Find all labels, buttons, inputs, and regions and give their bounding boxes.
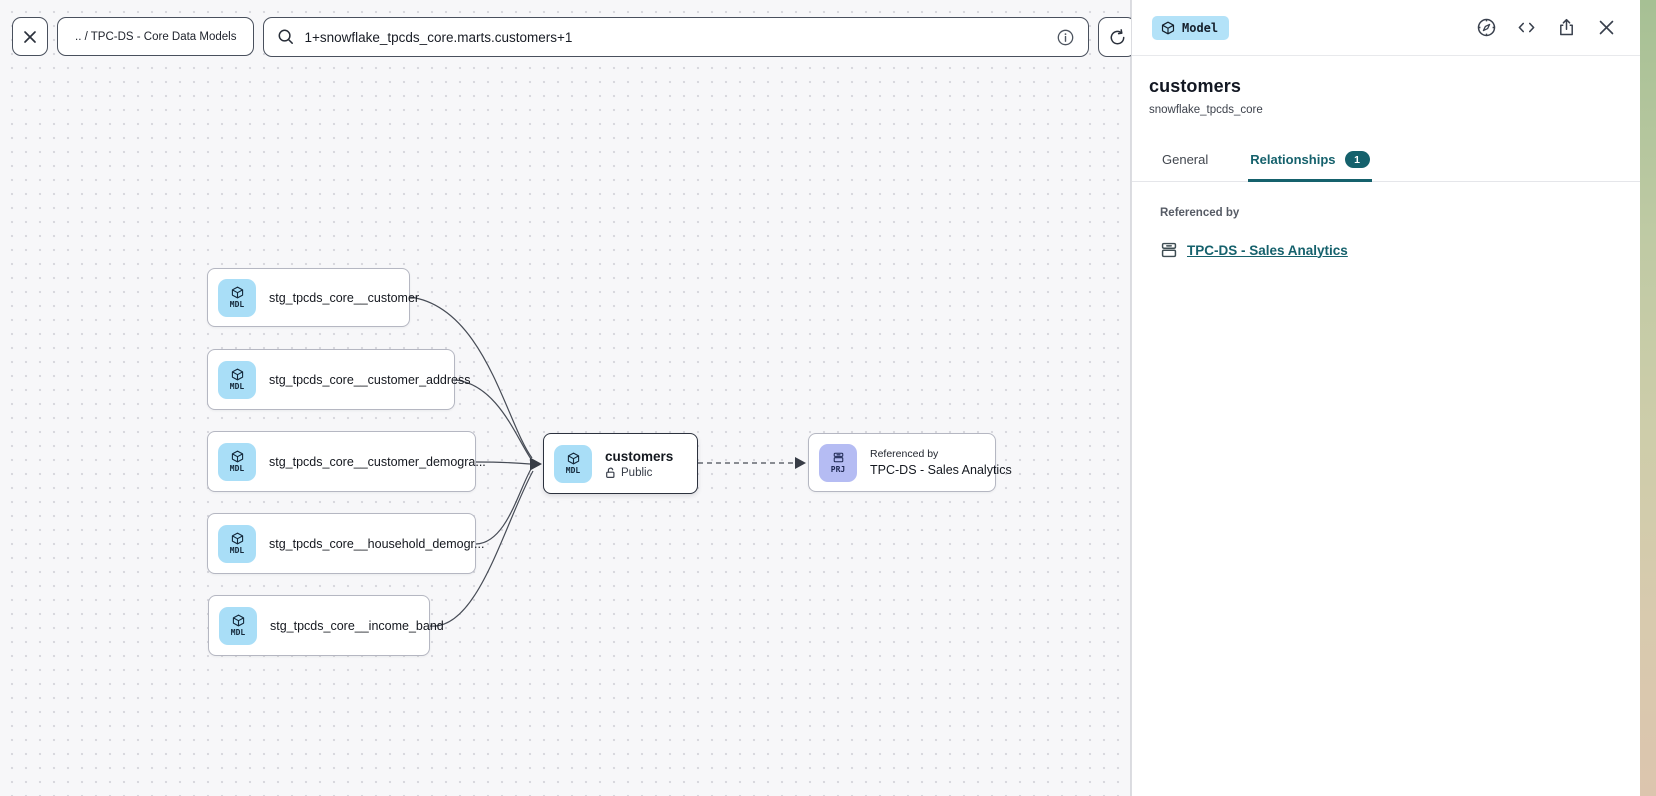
- node-referenced-project[interactable]: PRJ Referenced by TPC-DS - Sales Analyti…: [808, 433, 1012, 492]
- share-button[interactable]: [1553, 14, 1580, 41]
- tab-label: General: [1162, 152, 1209, 167]
- model-type-badge: Model: [1152, 15, 1230, 40]
- node-stg-customer-address[interactable]: MDL stg_tpcds_core__customer_address: [207, 349, 471, 410]
- node-eyebrow: Referenced by: [870, 448, 939, 460]
- archive-icon: [1161, 242, 1177, 258]
- node-stg-household-demographics[interactable]: MDL stg_tpcds_core__household_demogr...: [207, 513, 484, 574]
- tab-general[interactable]: General: [1160, 142, 1210, 182]
- package-subtitle: snowflake_tpcds_core: [1149, 104, 1263, 116]
- arrowhead-out: [795, 457, 806, 469]
- project-link[interactable]: TPC-DS - Sales Analytics: [1187, 242, 1348, 258]
- node-title: customers: [605, 448, 674, 464]
- explore-lineage-button[interactable]: [1473, 14, 1500, 41]
- node-stg-income-band[interactable]: MDL stg_tpcds_core__income_band: [208, 595, 444, 656]
- chip-label: PRJ: [830, 465, 846, 474]
- breadcrumb[interactable]: .. / TPC-DS - Core Data Models: [57, 17, 255, 56]
- visibility-label: Public: [621, 466, 653, 479]
- cube-icon: [232, 614, 244, 627]
- page-title: customers: [1149, 76, 1241, 96]
- search-input[interactable]: [304, 29, 1048, 45]
- details-panel: Model: [1131, 0, 1640, 796]
- node-label: stg_tpcds_core__customer_demogra...: [269, 454, 486, 469]
- breadcrumb-label: .. / TPC-DS - Core Data Models: [75, 30, 237, 43]
- relationships-count-badge: 1: [1344, 151, 1370, 168]
- model-chip: MDL: [219, 606, 257, 645]
- view-code-button[interactable]: [1513, 14, 1540, 41]
- node-label: stg_tpcds_core__customer_address: [269, 372, 471, 387]
- node-stg-customer[interactable]: MDL stg_tpcds_core__customer: [207, 268, 419, 327]
- close-icon: [24, 30, 36, 43]
- referenced-by-label: Referenced by: [1160, 207, 1240, 219]
- arrowhead-in: [530, 457, 542, 471]
- share-icon: [1560, 18, 1573, 36]
- model-chip: MDL: [218, 278, 256, 317]
- node-title: TPC-DS - Sales Analytics: [870, 463, 1012, 477]
- refresh-button[interactable]: [1098, 17, 1137, 57]
- node-customers-selected[interactable]: MDL customers Public: [543, 433, 698, 494]
- archive-icon: [833, 452, 843, 463]
- model-chip: MDL: [218, 524, 256, 563]
- close-lineage-button[interactable]: [12, 17, 48, 56]
- reference-item[interactable]: TPC-DS - Sales Analytics: [1160, 241, 1612, 259]
- chip-label: MDL: [229, 464, 245, 473]
- cube-icon: [231, 368, 243, 381]
- node-label: stg_tpcds_core__customer: [269, 290, 420, 305]
- model-chip: MDL: [218, 442, 256, 481]
- desktop-wallpaper-sliver: [1640, 0, 1656, 796]
- cube-icon: [1161, 21, 1175, 34]
- node-stg-customer-demographics[interactable]: MDL stg_tpcds_core__customer_demogra...: [207, 431, 486, 492]
- canvas-toolbar: .. / TPC-DS - Core Data Models: [12, 17, 1137, 57]
- project-chip: PRJ: [819, 443, 857, 482]
- lineage-search: [263, 17, 1090, 57]
- cube-icon: [231, 286, 243, 299]
- info-icon[interactable]: [1056, 28, 1075, 47]
- tab-label: Relationships: [1250, 152, 1336, 167]
- close-panel-button[interactable]: [1593, 14, 1620, 41]
- lineage-canvas[interactable]: .. / TPC-DS - Core Data Models MDL: [0, 0, 1137, 796]
- edge-household-demographics: [475, 468, 532, 545]
- type-badge-label: Model: [1182, 20, 1219, 35]
- node-label: stg_tpcds_core__household_demogr...: [269, 536, 485, 551]
- chip-label: MDL: [229, 546, 245, 555]
- chip-label: MDL: [230, 628, 246, 637]
- refresh-icon: [1110, 28, 1125, 44]
- chip-label: MDL: [229, 382, 245, 391]
- cube-icon: [231, 450, 243, 463]
- chip-label: MDL: [565, 466, 581, 475]
- model-chip: MDL: [218, 360, 256, 399]
- node-label: stg_tpcds_core__income_band: [270, 618, 444, 633]
- cube-icon: [567, 452, 579, 465]
- model-chip: MDL: [554, 444, 592, 483]
- lineage-edges: [409, 296, 806, 627]
- chip-label: MDL: [229, 300, 245, 309]
- close-icon: [1599, 20, 1614, 35]
- panel-tabs: General Relationships 1: [1132, 142, 1640, 182]
- lock-open-icon: [606, 467, 615, 478]
- cube-icon: [231, 532, 243, 545]
- search-icon: [279, 29, 294, 44]
- panel-header: Model: [1132, 0, 1640, 56]
- compass-icon: [1477, 18, 1496, 37]
- tab-relationships[interactable]: Relationships 1: [1248, 142, 1372, 182]
- code-icon: [1518, 22, 1535, 33]
